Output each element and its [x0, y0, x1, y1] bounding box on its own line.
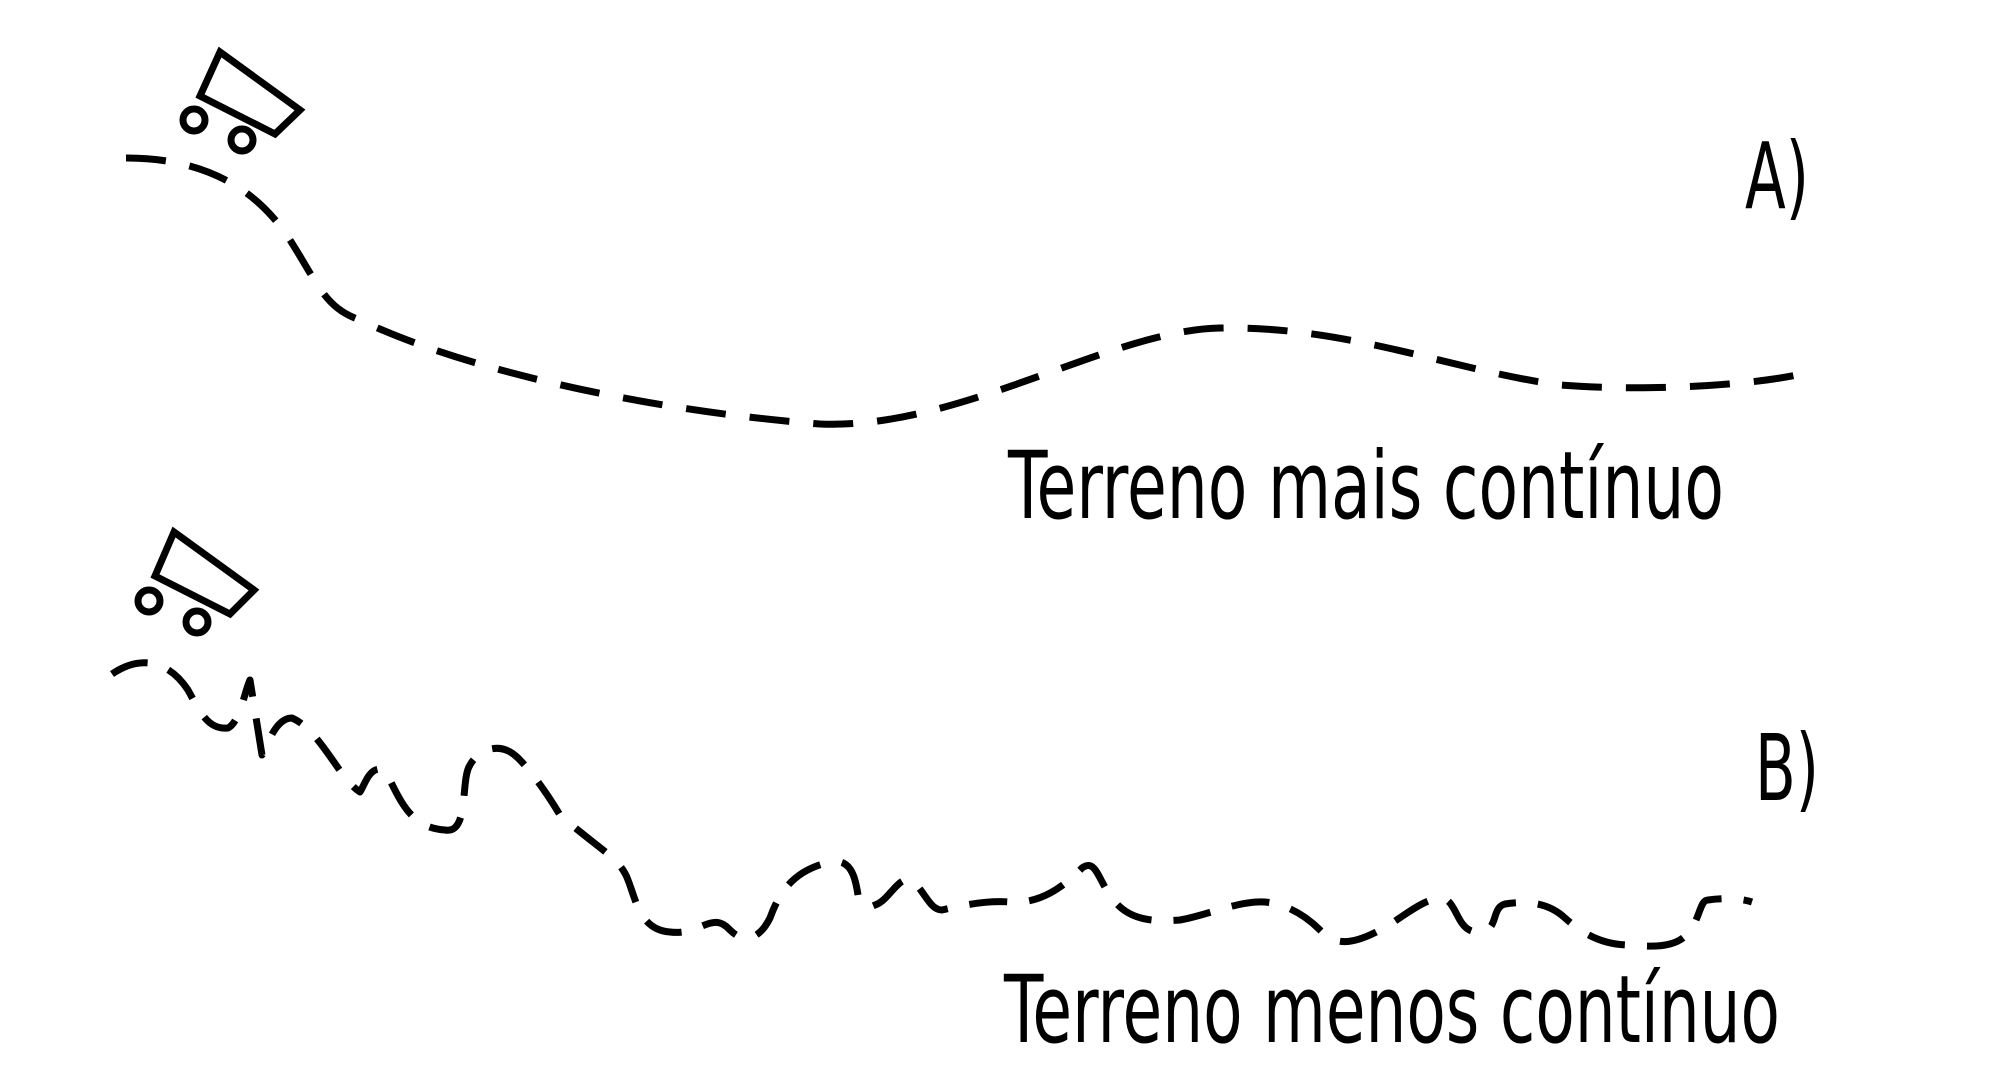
panel-b: B) Terreno menos contínuo [110, 526, 1819, 1065]
rough-terrain-path [110, 659, 1754, 950]
panel-a-letter: A) [1745, 123, 1809, 230]
panel-b-letter: B) [1755, 715, 1819, 822]
panel-b-caption: Terreno menos contínuo [1003, 956, 1780, 1065]
cart-icon [134, 526, 260, 637]
cart-icon [179, 46, 306, 155]
panel-a: A) Terreno mais contínuo [125, 46, 1811, 541]
smooth-terrain-path [125, 154, 1811, 428]
panel-a-caption: Terreno mais contínuo [1007, 432, 1724, 541]
